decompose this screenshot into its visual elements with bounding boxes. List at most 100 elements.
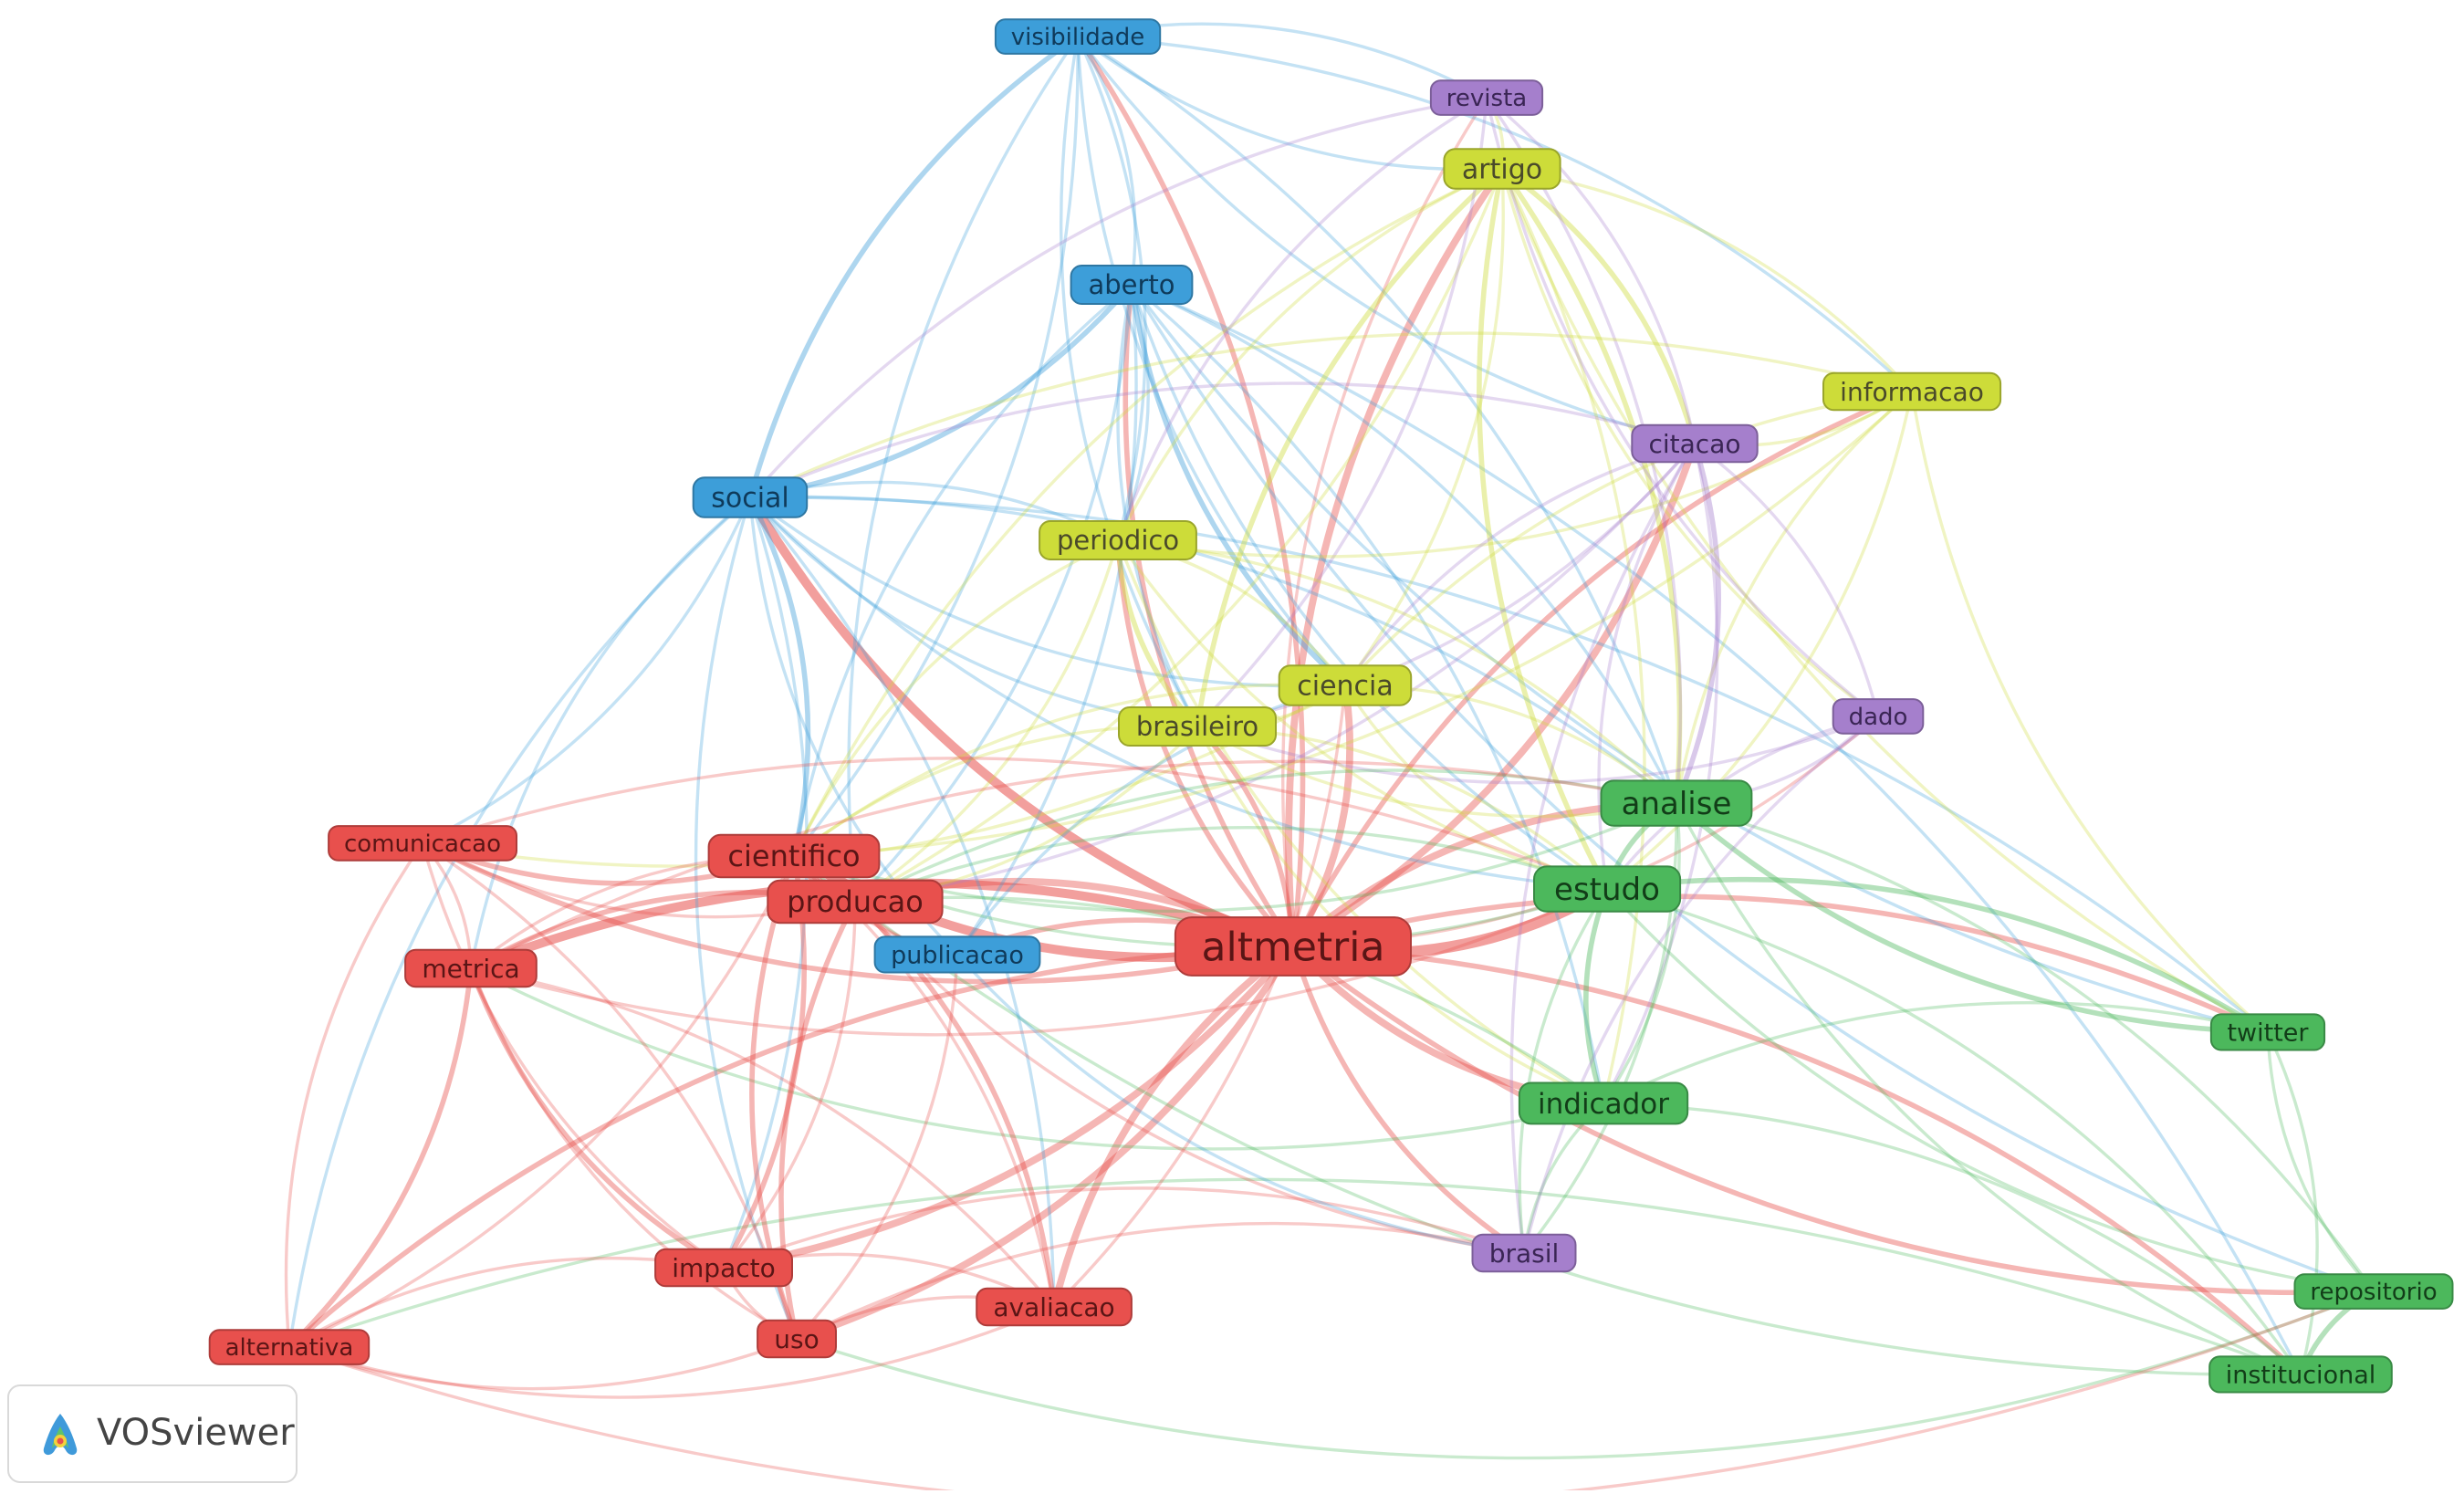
link-revista-dado bbox=[1485, 96, 1880, 718]
node-metrica-box[interactable] bbox=[404, 948, 538, 988]
node-visibilidade-label: visibilidade bbox=[1011, 24, 1145, 51]
node-citacao-box[interactable] bbox=[1631, 423, 1759, 464]
link-metrica-avaliacao bbox=[469, 966, 1056, 1309]
node-periodico[interactable]: periodico bbox=[1039, 520, 1197, 560]
node-impacto-box[interactable] bbox=[654, 1248, 793, 1288]
node-analise-box[interactable] bbox=[1600, 779, 1753, 827]
node-alternativa-box[interactable] bbox=[208, 1329, 371, 1365]
node-ciencia-box[interactable] bbox=[1278, 664, 1413, 706]
link-analise-twitter bbox=[1674, 800, 2271, 1035]
link-twitter-institucional bbox=[2266, 1030, 2319, 1376]
link-visibilidade-citacao bbox=[1076, 35, 1697, 445]
link-comunicacao-estudo bbox=[421, 757, 1609, 891]
node-revista-box[interactable] bbox=[1429, 79, 1544, 116]
link-repositorio-uso bbox=[795, 1290, 2375, 1460]
node-informacao-label: informacao bbox=[1840, 377, 1984, 407]
link-metrica-uso bbox=[469, 966, 799, 1341]
link-citacao-ciencia bbox=[1343, 442, 1697, 687]
node-artigo-box[interactable] bbox=[1443, 148, 1561, 190]
node-altmetria[interactable]: altmetria bbox=[1174, 916, 1413, 977]
node-metrica[interactable]: metrica bbox=[404, 948, 538, 988]
node-impacto[interactable]: impacto bbox=[654, 1248, 793, 1288]
link-altmetria-visibilidade bbox=[1075, 34, 1306, 949]
link-informacao-estudo bbox=[1605, 390, 1914, 891]
link-social-alternativa bbox=[287, 496, 752, 1349]
link-artigo-indicador bbox=[1500, 167, 1646, 1105]
node-estudo[interactable]: estudo bbox=[1533, 865, 1682, 913]
node-revista[interactable]: revista bbox=[1429, 79, 1544, 116]
node-brasil[interactable]: brasil bbox=[1471, 1233, 1577, 1273]
node-avaliacao[interactable]: avaliacao bbox=[976, 1287, 1133, 1327]
node-avaliacao-box[interactable] bbox=[976, 1287, 1133, 1327]
link-altmetria-citacao bbox=[1289, 440, 1698, 950]
link-ciencia-cientifico bbox=[792, 683, 1347, 858]
node-dado-box[interactable] bbox=[1832, 698, 1925, 735]
node-brasileiro[interactable]: brasileiro bbox=[1118, 706, 1277, 747]
link-altmetria-twitter bbox=[1290, 893, 2271, 1035]
node-publicacao-box[interactable] bbox=[873, 935, 1041, 974]
node-alternativa-label: alternativa bbox=[225, 1334, 354, 1362]
node-informacao-box[interactable] bbox=[1822, 371, 2002, 412]
node-informacao[interactable]: informacao bbox=[1822, 371, 2002, 412]
node-social[interactable]: social bbox=[692, 476, 809, 518]
node-indicador-label: indicador bbox=[1538, 1088, 1669, 1121]
node-alternativa[interactable]: alternativa bbox=[208, 1329, 371, 1365]
node-producao-box[interactable] bbox=[767, 879, 944, 925]
node-indicador[interactable]: indicador bbox=[1518, 1081, 1689, 1125]
node-brasil-box[interactable] bbox=[1471, 1233, 1577, 1273]
link-indicador-twitter bbox=[1602, 1000, 2270, 1105]
node-social-box[interactable] bbox=[692, 476, 809, 518]
node-comunicacao[interactable]: comunicacao bbox=[328, 825, 517, 862]
link-artigo-brasileiro bbox=[1195, 166, 1505, 729]
node-repositorio-box[interactable] bbox=[2293, 1273, 2454, 1310]
link-informacao-twitter bbox=[1910, 390, 2270, 1034]
link-citacao-analise bbox=[1674, 441, 1721, 806]
node-ciencia[interactable]: ciencia bbox=[1278, 664, 1413, 706]
link-artigo-ciencia bbox=[1343, 167, 1505, 687]
link-aberto-periodico bbox=[1116, 283, 1150, 542]
node-institucional-box[interactable] bbox=[2208, 1355, 2393, 1394]
node-dado[interactable]: dado bbox=[1832, 698, 1925, 735]
node-comunicacao-box[interactable] bbox=[328, 825, 517, 862]
node-aberto[interactable]: aberto bbox=[1070, 265, 1194, 305]
node-cientifico[interactable]: cientifico bbox=[707, 833, 881, 879]
link-publicacao-brasil bbox=[955, 953, 1526, 1255]
node-institucional[interactable]: institucional bbox=[2208, 1355, 2393, 1394]
node-periodico-box[interactable] bbox=[1039, 520, 1197, 560]
node-visibilidade[interactable]: visibilidade bbox=[994, 18, 1162, 55]
node-repositorio[interactable]: repositorio bbox=[2293, 1273, 2454, 1310]
node-publicacao[interactable]: publicacao bbox=[873, 935, 1041, 974]
node-uso[interactable]: uso bbox=[757, 1319, 837, 1359]
node-aberto-label: aberto bbox=[1088, 269, 1175, 300]
node-cientifico-box[interactable] bbox=[707, 833, 881, 879]
link-aberto-twitter bbox=[1130, 283, 2270, 1034]
link-aberto-publicacao bbox=[955, 283, 1138, 956]
node-uso-box[interactable] bbox=[757, 1319, 837, 1359]
node-twitter[interactable]: twitter bbox=[2209, 1013, 2326, 1051]
node-visibilidade-box[interactable] bbox=[994, 18, 1162, 55]
link-producao-brasil bbox=[853, 900, 1526, 1255]
link-altmetria-revista bbox=[1281, 96, 1488, 948]
link-altmetria-avaliacao bbox=[1050, 943, 1297, 1311]
link-periodico-analise bbox=[1116, 538, 1678, 805]
node-artigo[interactable]: artigo bbox=[1443, 148, 1561, 190]
node-impacto-label: impacto bbox=[672, 1253, 776, 1283]
node-citacao[interactable]: citacao bbox=[1631, 423, 1759, 464]
node-periodico-label: periodico bbox=[1057, 525, 1179, 556]
node-brasileiro-box[interactable] bbox=[1118, 706, 1277, 747]
node-analise[interactable]: analise bbox=[1600, 779, 1753, 827]
node-indicador-box[interactable] bbox=[1518, 1081, 1689, 1125]
node-altmetria-box[interactable] bbox=[1174, 916, 1413, 977]
link-metrica-alternativa bbox=[287, 966, 474, 1350]
node-twitter-box[interactable] bbox=[2209, 1013, 2326, 1051]
link-estudo-twitter bbox=[1604, 876, 2271, 1035]
link-social-ciencia bbox=[748, 496, 1347, 688]
node-aberto-box[interactable] bbox=[1070, 265, 1194, 305]
link-informacao-social bbox=[748, 331, 1914, 499]
link-informacao-ciencia bbox=[1343, 390, 1914, 687]
node-producao[interactable]: producao bbox=[767, 879, 944, 925]
link-revista-periodico bbox=[1116, 96, 1488, 542]
node-estudo-box[interactable] bbox=[1533, 865, 1682, 913]
